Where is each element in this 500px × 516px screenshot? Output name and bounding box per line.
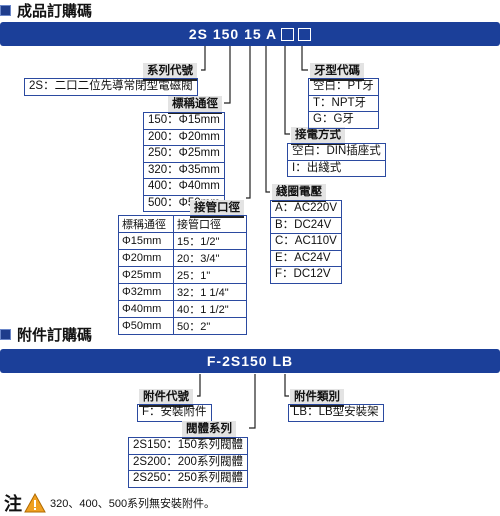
nominal-label: 標稱通徑 xyxy=(168,96,222,114)
accessory-code-text: F-2S150 LB xyxy=(206,353,294,369)
pipe-cell: Φ25mm xyxy=(118,266,174,284)
pipe-cell: 32：1 1/4" xyxy=(173,283,247,301)
code-box-1 xyxy=(281,27,295,41)
thread-list: 空白：PT牙 T：NPT牙 G：G牙 xyxy=(308,78,379,129)
thread-connector xyxy=(301,46,308,71)
note: 注 320、400、500系列無安裝附件。 xyxy=(4,490,215,516)
wiring-item: 空白：DIN插座式 xyxy=(288,144,385,161)
pipe-cell: 40：1 1/2" xyxy=(173,300,247,318)
nominal-item: 250：Φ25mm xyxy=(144,146,224,163)
thread-label: 牙型代碼 xyxy=(310,63,364,81)
nominal-item: 150：Φ15mm xyxy=(144,113,224,130)
valve-body-item: 2S200：200系列閥體 xyxy=(129,455,247,471)
acc-type-item: LB：LB型安裝架 xyxy=(293,406,379,418)
series-connector xyxy=(201,46,206,71)
acc-code-label: 附件代號 xyxy=(139,389,193,407)
section1-title: 成品訂購碼 xyxy=(0,0,92,21)
thread-item: 空白：PT牙 xyxy=(309,79,378,96)
voltage-connector xyxy=(265,46,270,193)
order-code-text: 2S 150 15 A xyxy=(188,26,278,42)
acc-code-connector xyxy=(197,374,201,397)
warning-icon xyxy=(24,493,46,513)
wiring-list: 空白：DIN插座式 I：出綫式 xyxy=(287,143,386,177)
acc-type-connector xyxy=(284,374,289,397)
pipe-header-row: 標稱通徑 接管口徑 xyxy=(118,215,247,233)
voltage-list: A：AC220V B：DC24V C：AC110V E：AC24V F：DC12… xyxy=(270,200,343,284)
series-list: 2S：二口二位先導常閉型電磁閥 xyxy=(24,78,198,96)
pipe-header: 接管口徑 xyxy=(173,215,247,233)
section1-title-text: 成品訂購碼 xyxy=(17,3,93,20)
accessory-code-bar: F-2S150 LB xyxy=(0,349,500,373)
series-item: 2S：二口二位先導常閉型電磁閥 xyxy=(29,80,193,92)
section-square-icon xyxy=(0,329,11,340)
nominal-connector xyxy=(224,46,231,104)
wiring-label: 接電方式 xyxy=(291,127,345,145)
pipe-header: 標稱通徑 xyxy=(118,215,174,233)
acc-type-list: LB：LB型安裝架 xyxy=(288,404,384,422)
valve-body-connector xyxy=(249,374,256,429)
nominal-item: 400：Φ40mm xyxy=(144,179,224,196)
pipe-cell: Φ32mm xyxy=(118,283,174,301)
order-code-bar: 2S 150 15 A xyxy=(0,22,500,46)
pipe-cell: 25：1" xyxy=(173,266,247,284)
valve-body-item: 2S250：250系列閥體 xyxy=(133,472,243,484)
acc-code-item: F：安裝附件 xyxy=(142,406,207,418)
pipe-cell: 20：3/4" xyxy=(173,249,247,267)
pipe-cell: Φ40mm xyxy=(118,300,174,318)
pipe-cell: Φ20mm xyxy=(118,249,174,267)
voltage-item: A：AC220V xyxy=(271,201,342,218)
pipe-cell: Φ50mm xyxy=(118,317,174,335)
section2-title-text: 附件訂購碼 xyxy=(17,327,93,344)
thread-item: G：G牙 xyxy=(313,113,354,125)
pipe-cell: 50：2" xyxy=(173,317,247,335)
thread-item: T：NPT牙 xyxy=(309,96,378,112)
valve-body-item: 2S150：150系列閥體 xyxy=(129,438,247,455)
code-box-2 xyxy=(298,27,312,41)
voltage-item: B：DC24V xyxy=(271,218,342,234)
note-mark: 注 xyxy=(4,494,22,514)
valve-body-list: 2S150：150系列閥體 2S200：200系列閥體 2S250：250系列閥… xyxy=(128,437,248,488)
pipe-connector xyxy=(246,46,251,199)
wiring-connector xyxy=(284,46,290,135)
acc-type-label: 附件類別 xyxy=(290,389,344,407)
voltage-label: 綫圈電壓 xyxy=(272,184,326,202)
voltage-item: C：AC110V xyxy=(271,234,342,251)
acc-code-list: F：安裝附件 xyxy=(137,404,212,422)
voltage-item: F：DC12V xyxy=(275,268,331,280)
valve-body-label: 閥體系列 xyxy=(182,421,236,439)
pipe-cell: 15：1/2" xyxy=(173,232,247,250)
series-label: 系列代號 xyxy=(143,63,197,81)
nominal-item: 320：Φ35mm xyxy=(144,163,224,179)
section2-title: 附件訂購碼 xyxy=(0,324,92,345)
note-text: 320、400、500系列無安裝附件。 xyxy=(50,498,216,510)
nominal-item: 200：Φ20mm xyxy=(144,130,224,146)
section-square-icon xyxy=(0,5,11,16)
wiring-item: I：出綫式 xyxy=(292,161,342,174)
pipe-cell: Φ15mm xyxy=(118,232,174,250)
nominal-list: 150：Φ15mm 200：Φ20mm 250：Φ25mm 320：Φ35mm … xyxy=(143,112,225,212)
voltage-item: E：AC24V xyxy=(271,251,342,267)
